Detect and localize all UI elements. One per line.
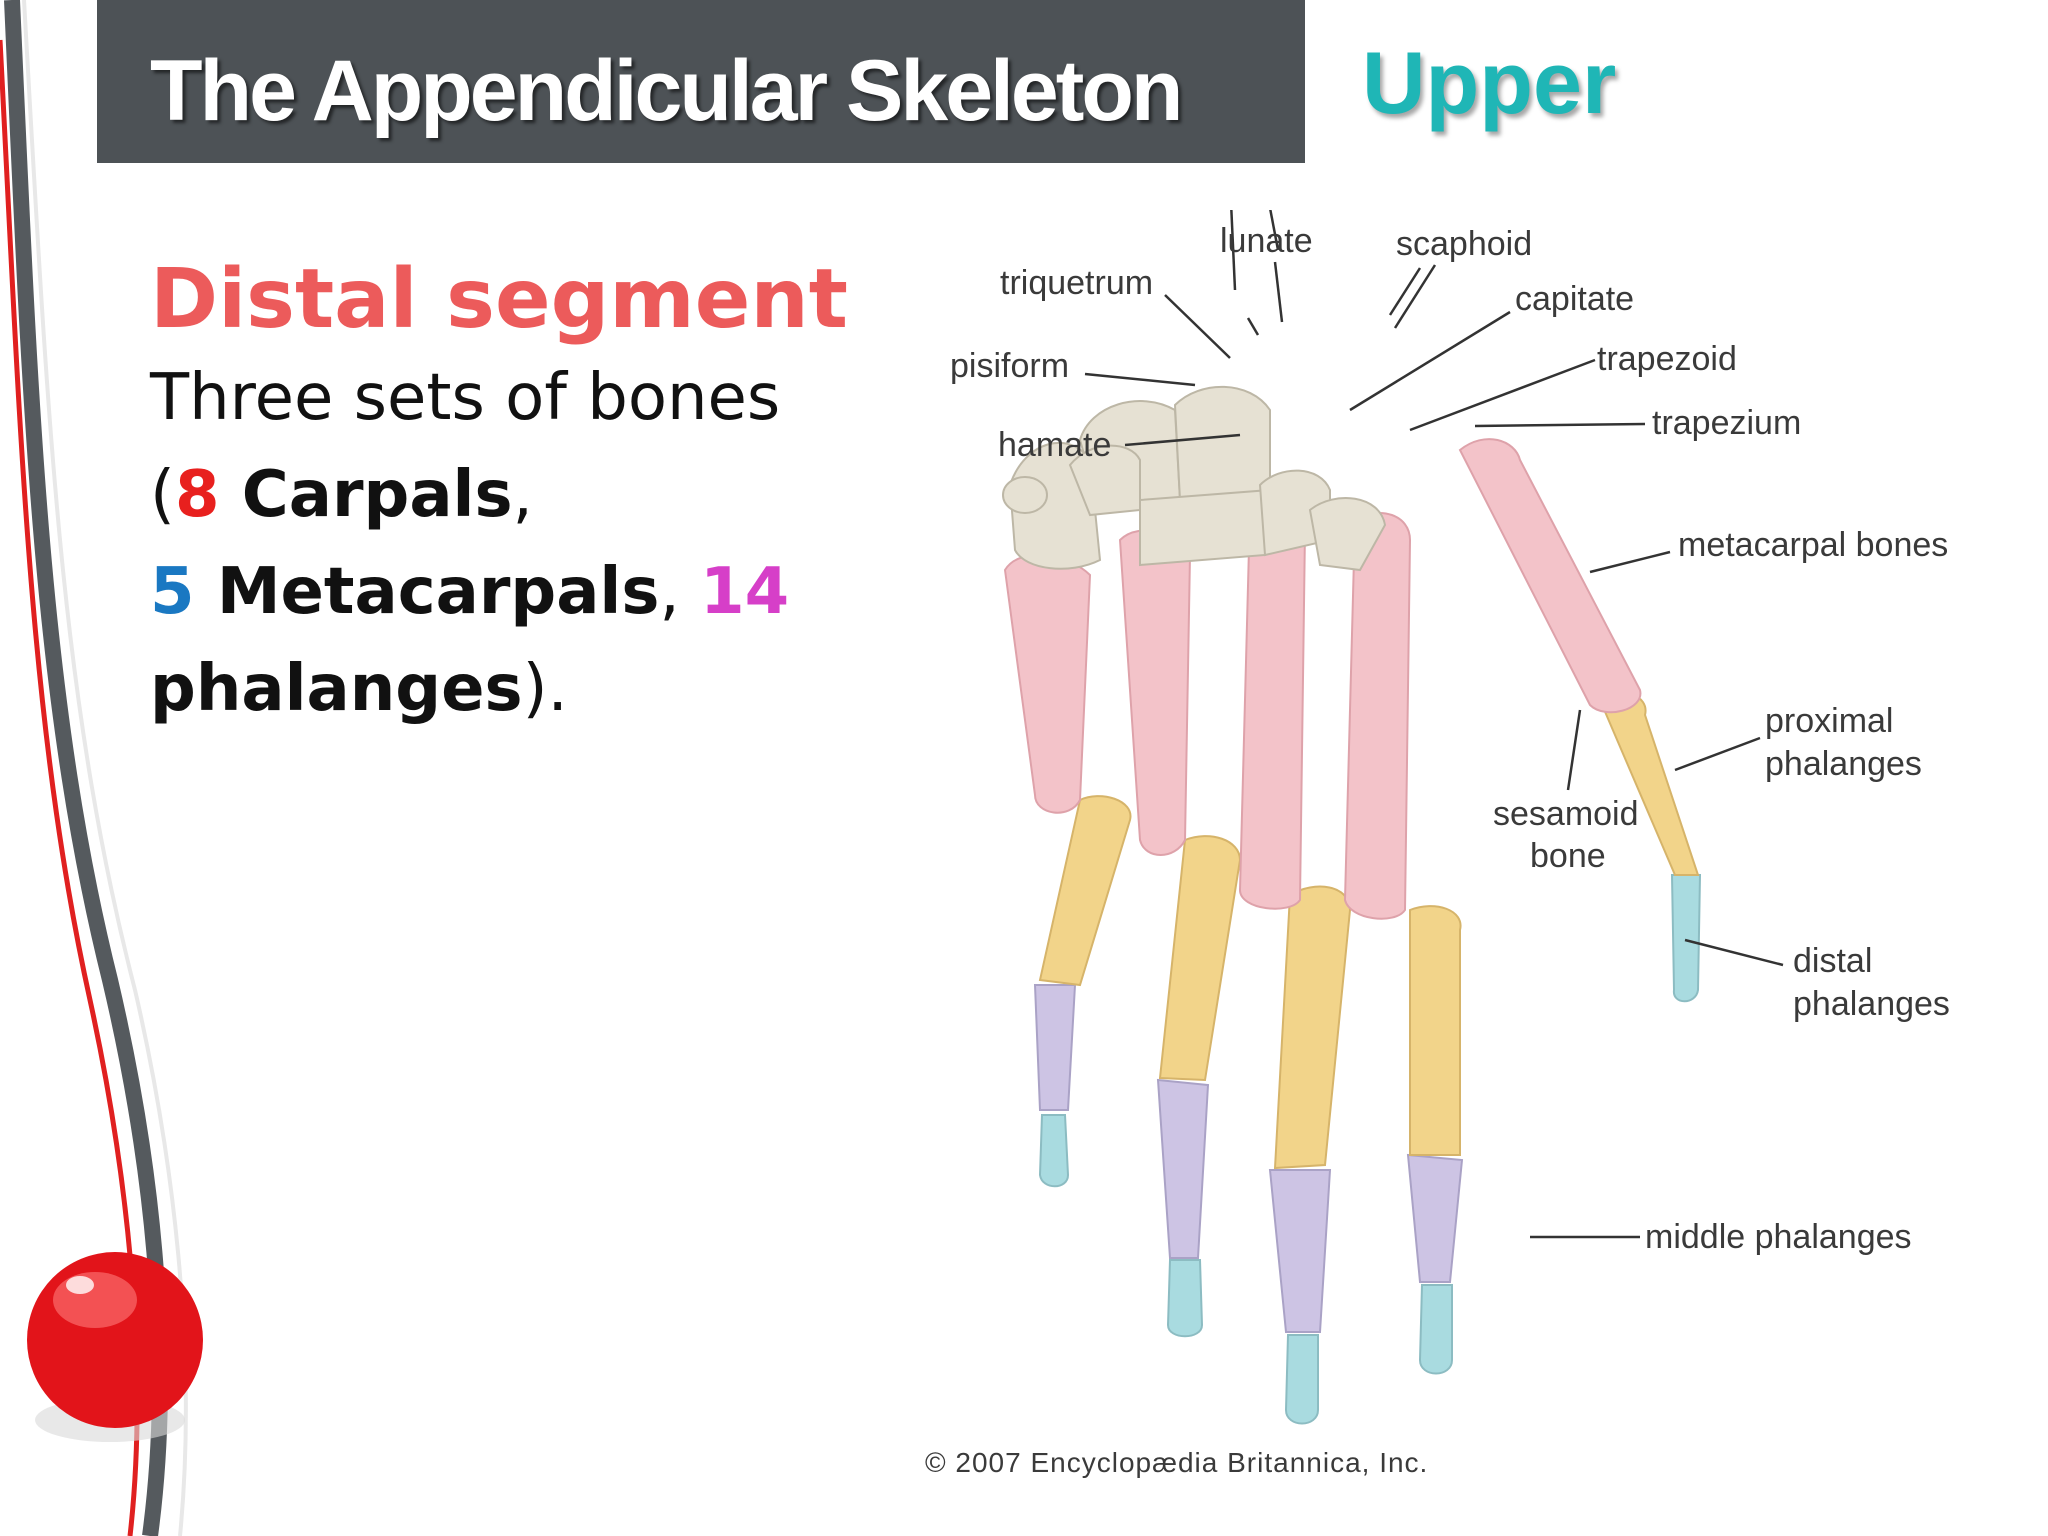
middle-phalanges bbox=[1033, 984, 1464, 1333]
label-trapezium: trapezium bbox=[1652, 404, 1801, 442]
label-scaphoid: scaphoid bbox=[1396, 225, 1532, 263]
metacarpal-count: 5 bbox=[150, 555, 195, 629]
carpals-word: Carpals bbox=[219, 458, 513, 532]
closing-paren: ). bbox=[522, 652, 568, 726]
metacarpals-comma: , bbox=[659, 555, 701, 629]
section-heading: Distal segment bbox=[150, 252, 848, 347]
label-capitate: capitate bbox=[1515, 280, 1634, 318]
carpal-count: 8 bbox=[174, 458, 220, 532]
carpals-line: (8 Carpals, bbox=[150, 447, 910, 544]
leader-lines bbox=[1246, 210, 1422, 336]
label-hamate: hamate bbox=[998, 426, 1111, 464]
label-trapezoid: trapezoid bbox=[1597, 340, 1737, 378]
label-pisiform: pisiform bbox=[950, 347, 1069, 385]
label-leaders bbox=[1230, 210, 1237, 291]
phalanx-count: 14 bbox=[700, 555, 790, 629]
phalanges-word: phalanges bbox=[150, 652, 523, 726]
metacarpals-word: Metacarpals bbox=[194, 555, 660, 629]
body-text: Distal segment Three sets of bones (8 Ca… bbox=[150, 250, 910, 738]
decorative-swoosh bbox=[0, 0, 203, 1536]
label-triquetrum: triquetrum bbox=[1000, 264, 1153, 302]
label-lunate: lunate bbox=[1220, 222, 1313, 260]
label-distal-phalanges: phalanges bbox=[1793, 985, 1950, 1023]
copyright-credit: © 2007 Encyclopædia Britannica, Inc. bbox=[925, 1447, 1428, 1478]
bone-sets-line: Three sets of bones bbox=[150, 361, 781, 435]
distal-phalanges bbox=[1038, 874, 1702, 1425]
phalanges-line: phalanges). bbox=[150, 641, 910, 738]
metacarpal-bones bbox=[1003, 438, 1642, 920]
label-proximal-phalanges: phalanges bbox=[1765, 745, 1922, 783]
label-proximal: proximal bbox=[1765, 702, 1893, 740]
metacarpals-line: 5 Metacarpals, 14 bbox=[150, 544, 910, 641]
label-distal: distal bbox=[1793, 942, 1872, 980]
proximal-phalanges bbox=[1038, 691, 1700, 1170]
slide-subtitle: Upper bbox=[1362, 33, 1617, 132]
label-middle-phalanges: middle phalanges bbox=[1645, 1218, 1912, 1256]
label-sesamoid: sesamoid bbox=[1493, 795, 1639, 833]
slide-title: The Appendicular Skeleton bbox=[150, 43, 1183, 139]
label-sesamoid-bone: bone bbox=[1530, 837, 1606, 875]
open-paren: ( bbox=[150, 458, 175, 532]
carpals-comma: , bbox=[512, 458, 533, 532]
hand-skeleton-diagram bbox=[1002, 210, 1702, 1425]
title-bar bbox=[97, 0, 1305, 163]
carpal-bones bbox=[1002, 385, 1387, 572]
label-metacarpal-bones: metacarpal bones bbox=[1678, 526, 1948, 564]
